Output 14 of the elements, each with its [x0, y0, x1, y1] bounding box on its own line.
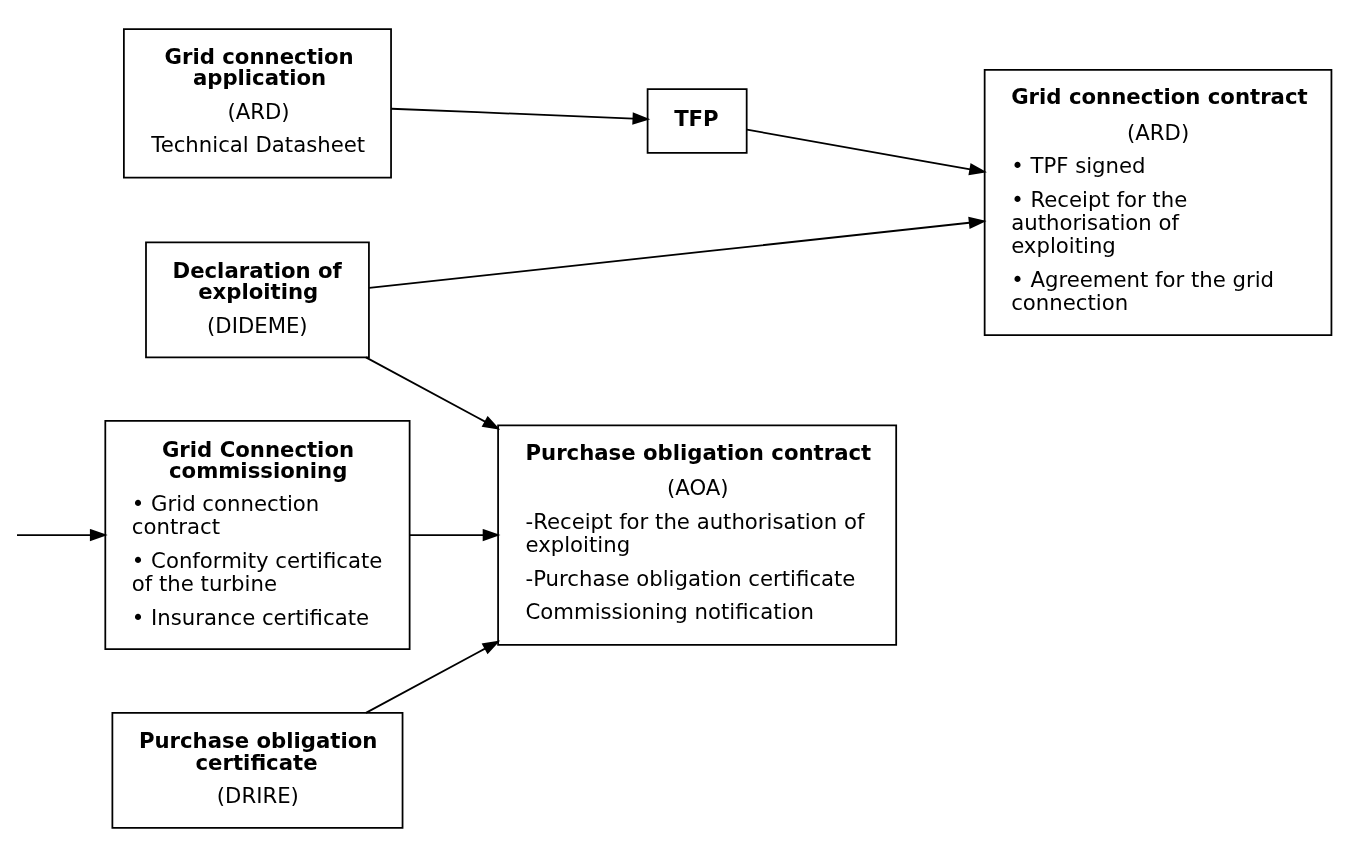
- node-box: TFP: [646, 87, 748, 154]
- node-box: Declaration of exploiting (DIDEME): [145, 240, 370, 358]
- arrow: [368, 216, 987, 289]
- node-box: Purchase obligation contract (AOA) -Receipt for the authorisation of exploiting -Purchase obligation certificate Commissioning notification: [497, 424, 898, 646]
- node-box: Purchase obligation certificate (DRIRE): [111, 711, 404, 829]
- arrow: [409, 528, 501, 541]
- arrow: [365, 355, 501, 430]
- arrow: [365, 639, 501, 714]
- node-box: Grid connection application (ARD) Technical Datasheet: [123, 27, 392, 179]
- arrow: [746, 128, 987, 175]
- arrow: [390, 107, 651, 125]
- arrow: [16, 528, 108, 541]
- node-box: Grid Connection commissioning • Grid connection contract • Conformity certificate of the turbine • Insurance certificate: [104, 419, 411, 650]
- node-box: Grid connection contract (ARD) • TPF signed • Receipt for the authorisation of exploiting • Agreement for the grid connection: [983, 68, 1333, 336]
